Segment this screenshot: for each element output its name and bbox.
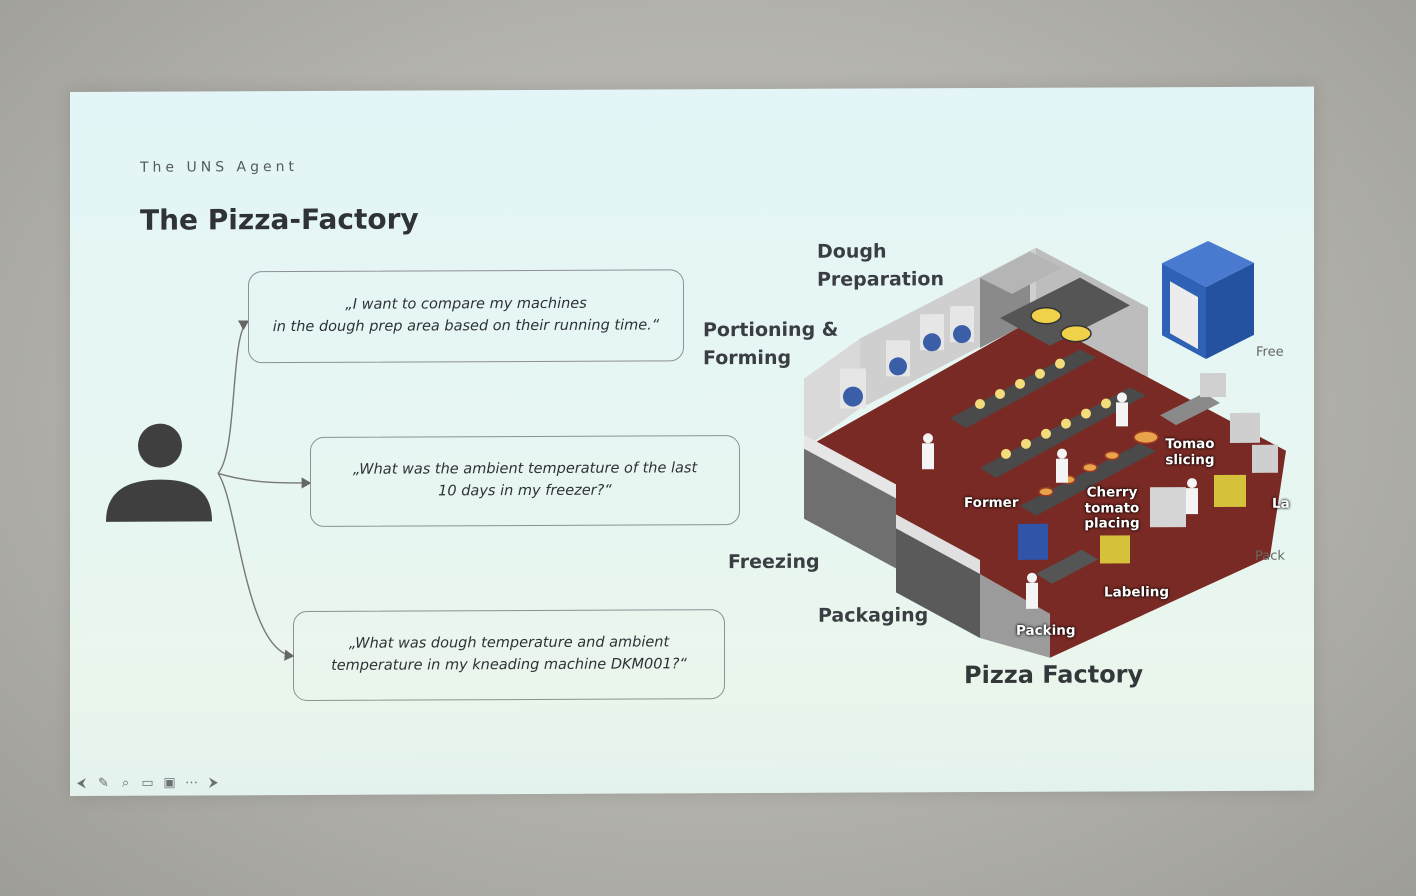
portion-line-2: Forming	[703, 346, 792, 369]
slide-title: The Pizza-Factory	[140, 202, 419, 237]
dough-line-1: Dough	[817, 240, 887, 263]
worker-3	[1116, 392, 1128, 427]
dough-line-2: Preparation	[817, 267, 944, 291]
tomato-line-1: Tomao	[1165, 436, 1215, 453]
kneading-machine-2	[950, 306, 974, 344]
presentation-slide: The UNS Agent The Pizza-Factory „I want …	[70, 86, 1314, 796]
factory-illustration	[804, 241, 1286, 658]
kneading-machine-1	[920, 314, 944, 352]
right-machine-1	[1230, 412, 1260, 443]
connector-q2	[217, 472, 312, 489]
conveyor-belt-3	[1020, 443, 1156, 516]
packaging-top	[896, 514, 980, 575]
right-machine-2	[1252, 444, 1278, 473]
question-1-line-2: in the dough prep area based on their ru…	[272, 317, 660, 336]
tomato-line-2: slicing	[1165, 451, 1215, 468]
factory-title: Pizza Factory	[964, 660, 1144, 690]
pen-icon[interactable]: ✎	[98, 775, 109, 791]
freezer-door-panel	[1170, 281, 1198, 350]
question-bubble-2: „What was the ambient temperature of the…	[310, 435, 740, 527]
oven-top	[980, 251, 1062, 294]
connector-q1	[217, 320, 250, 474]
packing-machine	[1018, 523, 1048, 560]
dough-table	[1000, 277, 1130, 346]
slicer-box	[1200, 372, 1226, 398]
factory-left-wall	[804, 338, 860, 449]
labeling-machine	[1150, 487, 1186, 528]
yellow-pallet-1	[1100, 535, 1130, 564]
worker-1	[922, 433, 934, 470]
camera-off-icon[interactable]: ▣	[163, 775, 176, 791]
cherry-line-3: placing	[1084, 515, 1140, 532]
back-icon[interactable]: ⮜	[76, 775, 87, 791]
factory-label-former: Former	[964, 494, 1019, 512]
freezer-cabinet-side	[1206, 262, 1254, 360]
question-1-line-1: „I want to compare my machines	[345, 295, 587, 314]
factory-label-labeling: Labeling	[1104, 584, 1170, 601]
dough-balls	[975, 358, 1111, 459]
portion-line-1: Portioning &	[703, 318, 839, 342]
tomato-slicing-machine	[1160, 393, 1220, 426]
cherry-line-2: tomato	[1084, 499, 1140, 517]
pizza-base-2	[1060, 324, 1092, 343]
conveyor-belt-1	[950, 349, 1096, 429]
factory-label-packing: Packing	[1016, 622, 1076, 639]
question-bubble-1: „I want to compare my machines in the dou…	[248, 269, 684, 364]
area-label-portioning-forming: Portioning & Forming	[703, 317, 838, 373]
forward-icon[interactable]: ⮞	[208, 775, 219, 791]
area-label-pack: Pack	[1255, 548, 1285, 564]
packaging-block	[896, 528, 980, 639]
conveyor-belt-2	[980, 387, 1146, 478]
presentation-toolbar: ⮜ ✎ ⌕ ▭ ▣ ⋯ ⮞	[74, 775, 221, 791]
freezer-top	[804, 434, 896, 499]
cherry-line-1: Cherry	[1086, 484, 1138, 501]
question-bubble-3: „What was dough temperature and ambient t…	[293, 609, 725, 702]
zoom-icon[interactable]: ⌕	[121, 775, 130, 791]
yellow-pallet-2	[1214, 474, 1246, 508]
area-label-packaging: Packaging	[818, 604, 929, 627]
question-3-line-1: „What was dough temperature and ambient	[348, 634, 670, 653]
question-2-line-1: „What was the ambient temperature of the…	[352, 460, 698, 479]
slide-subtitle: The UNS Agent	[140, 159, 298, 176]
question-3-line-2: temperature in my kneading machine DKM00…	[331, 656, 687, 674]
question-2-line-2: 10 days in my freezer?“	[438, 482, 612, 500]
factory-label-la: La	[1272, 495, 1290, 512]
packing-table	[1036, 549, 1098, 584]
connector-q3	[217, 472, 295, 661]
worker-4	[1186, 478, 1198, 515]
worker-2	[1056, 448, 1068, 483]
subtitles-icon[interactable]: ▭	[141, 775, 154, 791]
kneading-machine-4	[840, 368, 866, 409]
front-wall	[980, 574, 1050, 658]
freezer-block	[804, 448, 896, 569]
freezer-cabinet-top	[1162, 241, 1254, 288]
area-label-free: Free	[1256, 344, 1284, 360]
kneading-machine-3	[886, 340, 910, 377]
more-icon[interactable]: ⋯	[185, 775, 198, 791]
user-avatar-icon	[106, 423, 212, 522]
area-label-freezing: Freezing	[728, 550, 820, 574]
pizza-base-1	[1030, 306, 1062, 325]
tomato-tray	[1133, 430, 1159, 445]
worker-5	[1026, 572, 1038, 609]
